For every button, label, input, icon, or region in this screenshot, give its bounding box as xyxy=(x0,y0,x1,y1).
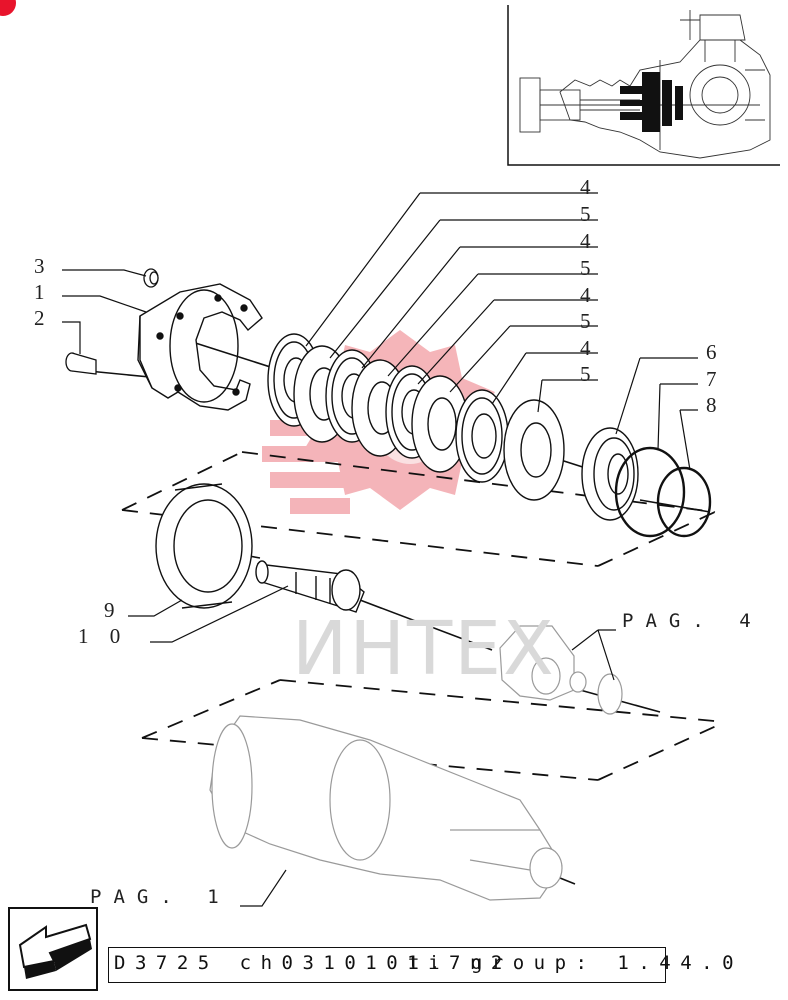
callout-5: 5 xyxy=(580,309,591,333)
callout-7: 7 xyxy=(706,367,717,391)
part-2-bolt xyxy=(65,352,97,375)
callout-4: 4 xyxy=(580,175,591,199)
watermark-text: ИНТЕХ xyxy=(292,606,556,692)
plate-5c xyxy=(411,375,469,473)
part-1-carrier-housing xyxy=(137,283,263,411)
callout-5: 5 xyxy=(580,362,591,386)
ref-page-4-part xyxy=(499,625,623,715)
callout-8: 8 xyxy=(706,393,717,417)
red-dot-icon xyxy=(0,0,16,16)
group-reference: t. group: 1.44.0 xyxy=(408,952,744,974)
part-6-piston xyxy=(581,427,639,521)
plate-5d xyxy=(503,399,565,501)
disc-4d xyxy=(455,389,509,483)
callout-5: 5 xyxy=(580,256,591,280)
leader-lines xyxy=(62,192,698,907)
back-arrow-icon xyxy=(18,923,92,979)
footer-frame xyxy=(108,947,666,983)
callout-3: 3 xyxy=(34,254,45,278)
callout-4: 4 xyxy=(580,229,591,253)
clutch-discs xyxy=(267,333,565,501)
part-8-seal-ring xyxy=(656,466,712,538)
back-navigation-button[interactable] xyxy=(8,907,98,991)
location-inset xyxy=(507,5,780,166)
part-10-splined-shaft xyxy=(255,560,365,613)
callout-4: 4 xyxy=(580,283,591,307)
callout-2: 2 xyxy=(34,306,45,330)
ref-page-1-axle-housing xyxy=(209,715,563,901)
part-3-nut xyxy=(143,268,159,288)
page-ref-4[interactable]: PAG. 4 xyxy=(622,610,763,632)
callout-6: 6 xyxy=(706,340,717,364)
callout-1: 1 xyxy=(34,280,45,304)
callout-5: 5 xyxy=(580,202,591,226)
part-9-flange xyxy=(155,483,253,609)
page-ref-1[interactable]: PAG. 1 xyxy=(90,886,231,908)
callout-9: 9 xyxy=(104,598,115,622)
callout-4: 4 xyxy=(580,336,591,360)
drawing-code: D3725 ch0310101i7n2 xyxy=(114,952,512,974)
part-7-seal-ring xyxy=(614,446,686,538)
callout-10: 1 0 xyxy=(78,624,129,648)
